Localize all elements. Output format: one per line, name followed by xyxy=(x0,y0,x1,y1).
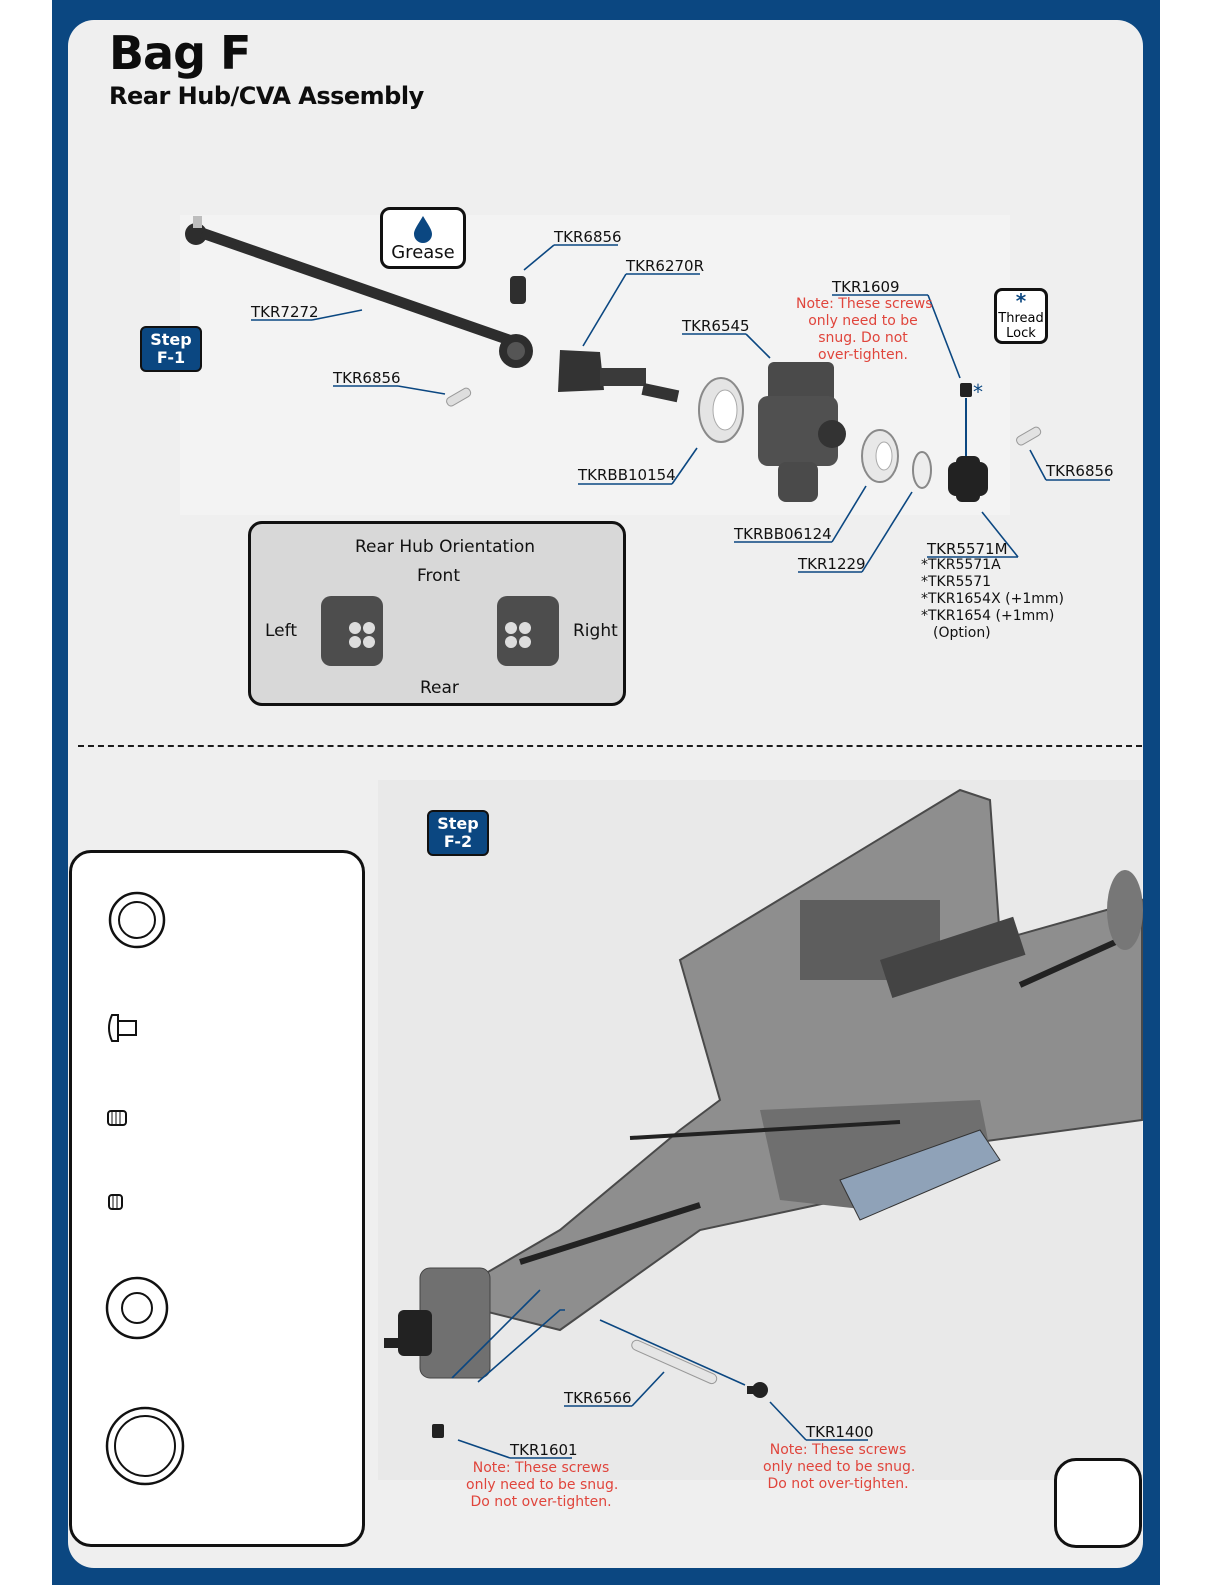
step-f1-line2: F-1 xyxy=(156,348,186,367)
label-tkr1229: TKR1229 xyxy=(798,555,866,573)
label-tkrbb10154: TKRBB10154 xyxy=(578,466,676,484)
label-tkr6856-top: TKR6856 xyxy=(554,228,622,246)
label-tkr6856-left: TKR6856 xyxy=(333,369,401,387)
alternative-tkr1654x: *TKR1654X (+1mm) xyxy=(921,591,1064,607)
left-hub-icon xyxy=(321,596,383,666)
label-tkr6270r: TKR6270R xyxy=(626,257,705,275)
tkr1609-note-line2: only need to be xyxy=(808,313,918,329)
orientation-left: Left xyxy=(265,621,297,641)
set-screw-short-icon xyxy=(108,1194,123,1210)
step-f1-line1: Step xyxy=(150,330,192,349)
thread-lock-line2: Lock xyxy=(1006,326,1036,341)
label-tkr6545: TKR6545 xyxy=(682,317,750,335)
rear-hub-orientation-box: Rear Hub Orientation Front Left Right Re… xyxy=(248,521,626,706)
tkr5571-alternatives: *TKR5571A *TKR5571 *TKR1654X (+1mm) *TKR… xyxy=(921,557,1064,642)
label-tkr7272: TKR7272 xyxy=(251,303,319,321)
tkr1400-note-line2: only need to be snug. xyxy=(763,1459,916,1475)
label-tkr5571m: TKR5571M xyxy=(927,540,1008,558)
cva-axle-part xyxy=(558,350,680,403)
pin-right-part xyxy=(1016,426,1042,446)
tkr1400-note-line1: Note: These screws xyxy=(769,1442,907,1458)
tkr1601-note-line3: Do not over-tighten. xyxy=(470,1494,612,1510)
step-f1-badge: Step F-1 xyxy=(140,326,202,372)
page-subtitle: Rear Hub/CVA Assembly xyxy=(109,82,424,110)
button-screw-part xyxy=(747,1382,768,1398)
legend-icons xyxy=(105,891,185,1486)
bearing-small-part xyxy=(861,429,899,483)
orientation-front: Front xyxy=(417,566,460,586)
alternative-tkr5571: *TKR5571 xyxy=(921,574,992,590)
thread-lock-line1: Thread xyxy=(998,311,1044,326)
label-tkrbb06124: TKRBB06124 xyxy=(734,525,832,543)
label-tkr1601: TKR1601 xyxy=(510,1441,578,1459)
step-f2-line1: Step xyxy=(437,814,479,833)
washer-icon xyxy=(105,1276,169,1340)
hex-part xyxy=(948,456,988,502)
tkr1609-note: Note: These screws only need to be snug.… xyxy=(796,296,933,364)
page-title: Bag F xyxy=(109,26,251,80)
rear-hub-part xyxy=(758,362,846,502)
label-tkr6856-right: TKR6856 xyxy=(1046,462,1114,480)
button-screw-icon xyxy=(108,1014,137,1042)
tkr1400-note-line3: Do not over-tighten. xyxy=(767,1476,909,1492)
thread-lock-asterisk-icon: * xyxy=(1015,289,1027,313)
right-hub-icon xyxy=(497,596,559,666)
grease-callout: Grease xyxy=(380,207,466,269)
grease-drop-icon xyxy=(414,216,432,243)
step2-leader-lines xyxy=(451,1289,868,1459)
tkr1609-note-line4: over-tighten. xyxy=(818,347,908,363)
bearing-large-part xyxy=(698,377,744,443)
orientation-right: Right xyxy=(573,621,618,641)
step-f2-badge: Step F-2 xyxy=(427,810,489,856)
page-number-box xyxy=(1054,1458,1142,1548)
tkr1601-note-line2: only need to be snug. xyxy=(466,1477,619,1493)
label-tkr1609: TKR1609 xyxy=(832,278,900,296)
step1-leader-lines xyxy=(251,244,1110,573)
bearing-large-icon xyxy=(108,891,166,949)
tkr1400-note: Note: These screws only need to be snug.… xyxy=(763,1442,916,1493)
label-tkr1400: TKR1400 xyxy=(806,1423,874,1441)
parts-legend-box xyxy=(69,850,365,1547)
set-screw-small-part xyxy=(432,1424,444,1438)
bearing-flanged-icon xyxy=(105,1406,185,1486)
alternative-option: (Option) xyxy=(933,625,991,641)
step-f2-line2: F-2 xyxy=(443,832,473,851)
orientation-hubs xyxy=(321,596,559,666)
pin-part xyxy=(446,387,472,407)
set-screw-part xyxy=(960,383,972,397)
set-screw-long-icon xyxy=(107,1110,127,1126)
chassis-part xyxy=(437,788,1143,1332)
tkr1601-note-line1: Note: These screws xyxy=(472,1460,610,1476)
orientation-title: Rear Hub Orientation xyxy=(355,537,536,557)
tkr1601-note: Note: These screws only need to be snug.… xyxy=(466,1460,619,1511)
arm-hub-part xyxy=(384,1267,491,1379)
dark-pin-part xyxy=(510,276,526,304)
orientation-rear: Rear xyxy=(420,678,459,698)
tkr1609-note-line3: snug. Do not xyxy=(818,330,908,346)
tkr1609-note-line1: Note: These screws xyxy=(796,296,933,312)
alternative-tkr5571a: *TKR5571A xyxy=(921,557,1001,573)
grease-label: Grease xyxy=(391,242,455,263)
hinge-pin-part xyxy=(631,1339,718,1385)
label-tkr6566: TKR6566 xyxy=(564,1389,632,1407)
alternative-tkr1654: *TKR1654 (+1mm) xyxy=(921,608,1055,624)
section-divider xyxy=(78,745,1142,747)
shim-part xyxy=(912,451,932,489)
driveshaft-part xyxy=(185,216,533,368)
thread-lock-marker-icon: * xyxy=(973,380,983,404)
thread-lock-callout: * Thread Lock xyxy=(994,288,1048,344)
